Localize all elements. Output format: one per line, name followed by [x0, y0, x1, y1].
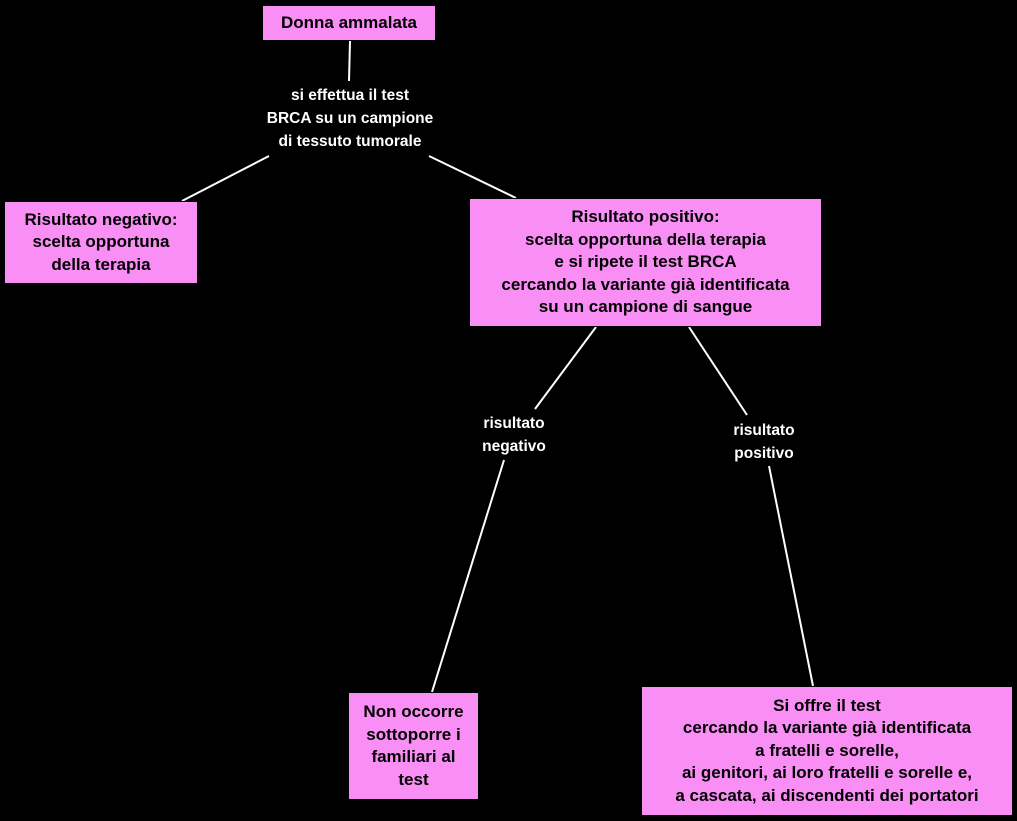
node-text-line: e si ripete il test BRCA: [554, 252, 737, 272]
node-text-line: Risultato positivo:: [571, 207, 720, 227]
edge-label-line: BRCA su un campione: [266, 110, 434, 127]
connector-label-to-positive: [428, 155, 517, 199]
node-text-line: Si offre il test: [773, 695, 881, 715]
node-text-line: a fratelli e sorelle,: [755, 740, 899, 760]
node-text-line: test: [398, 769, 429, 789]
node-text-line: scelta opportuna: [32, 232, 170, 252]
edge-label-blood-positive: risultato positivo: [705, 419, 823, 465]
connector-blood-positive-to-offer: [768, 465, 814, 687]
connector-positive-to-blood-negative: [534, 326, 597, 410]
edge-label-line: di tessuto tumorale: [278, 133, 422, 150]
node-risultato-positivo: Risultato positivo: scelta opportuna del…: [469, 198, 822, 327]
node-donna-ammalata: Donna ammalata: [262, 5, 436, 41]
edge-label-line: positivo: [734, 445, 794, 462]
edge-label-blood-negative: risultato negativo: [455, 412, 573, 458]
edge-label-line: risultato: [733, 422, 795, 439]
node-text-line: cercando la variante già identificata: [501, 274, 790, 294]
node-text-line: familiari al: [371, 747, 456, 766]
node-text-line: Non occorre: [363, 702, 464, 721]
edge-label-line: negativo: [482, 438, 546, 455]
edge-label-tumor-tissue-test: si effettua il test BRCA su un campione …: [250, 84, 450, 153]
node-text-line: sottoporre i: [366, 724, 461, 744]
edge-label-line: risultato: [483, 415, 545, 432]
node-text-line: Donna ammalata: [280, 12, 418, 32]
node-text-line: della terapia: [51, 254, 151, 274]
edge-label-line: si effettua il test: [291, 87, 409, 104]
node-text-line: su un campione di sangue: [538, 297, 753, 317]
node-text-line: scelta opportuna della terapia: [525, 229, 766, 249]
node-text-line: ai genitori, ai loro fratelli e sorelle …: [681, 763, 973, 783]
connector-positive-to-blood-positive: [688, 326, 748, 416]
connector-blood-negative-to-no-test: [431, 459, 505, 693]
node-text-line: a cascata, ai discendenti dei portatori: [675, 785, 979, 805]
node-risultato-negativo: Risultato negativo: scelta opportuna del…: [4, 201, 198, 284]
connector-label-to-negative: [181, 155, 270, 202]
node-text-line: Risultato negativo:: [24, 209, 178, 229]
connector-root-to-label: [348, 40, 351, 82]
node-text-line: cercando la variante già identificata: [682, 718, 972, 738]
node-si-offre-il-test: Si offre il test cercando la variante gi…: [641, 686, 1013, 816]
node-non-occorre-test-familiari: Non occorre sottoporre i familiari al te…: [348, 692, 479, 800]
